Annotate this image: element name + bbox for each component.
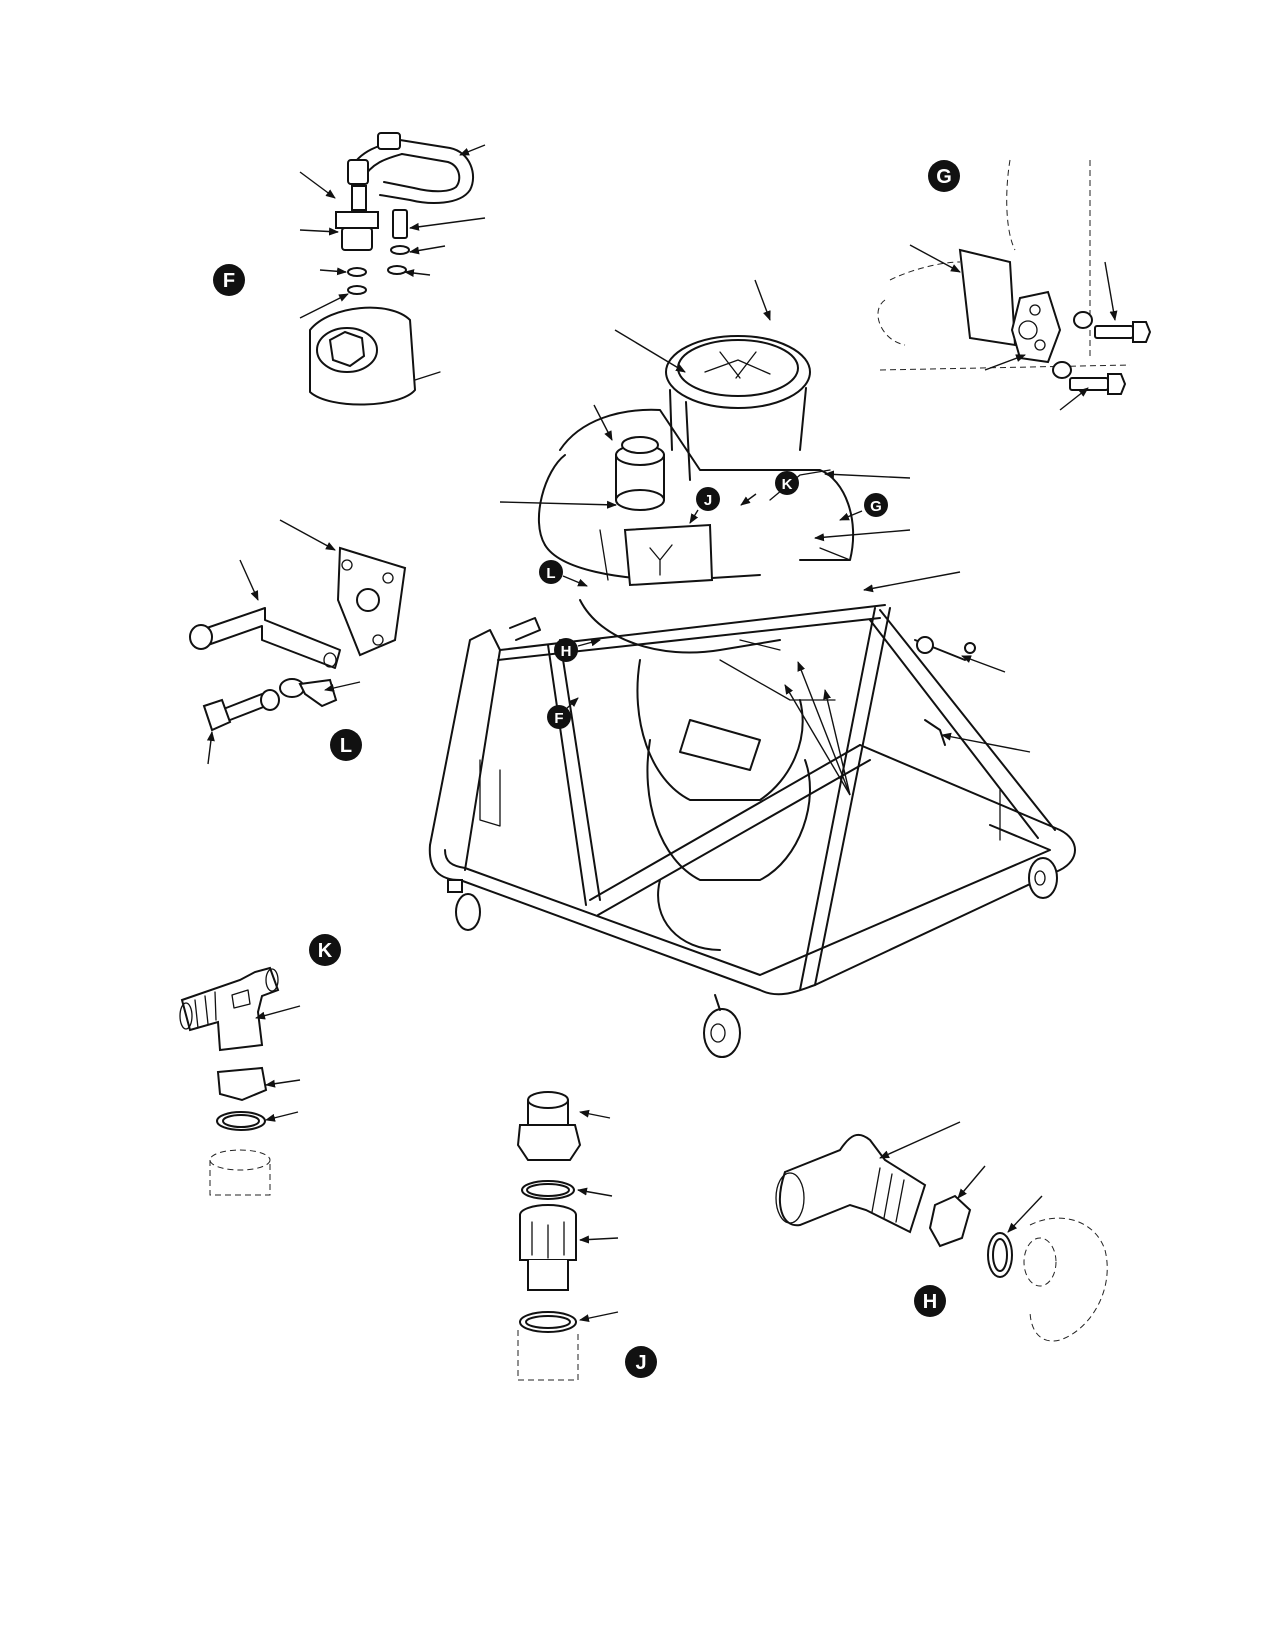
svg-text:F: F	[223, 270, 235, 292]
svg-text:J: J	[704, 492, 712, 509]
callout-j-detail: J	[625, 1346, 657, 1378]
svg-text:L: L	[340, 735, 352, 757]
callout-h-main: H	[554, 638, 578, 662]
svg-text:J: J	[635, 1352, 646, 1374]
callout-h-detail: H	[914, 1285, 946, 1317]
detail-j-adapter	[516, 1091, 619, 1381]
svg-text:L: L	[546, 565, 555, 582]
svg-text:G: G	[936, 166, 952, 188]
svg-text:K: K	[782, 476, 793, 493]
callout-j-main: J	[696, 487, 720, 511]
detail-k-tee-fitting	[179, 966, 301, 1196]
callout-l-detail: L	[330, 729, 362, 761]
svg-text:K: K	[318, 940, 333, 962]
svg-text:G: G	[870, 498, 882, 515]
detail-l-bracket	[189, 519, 407, 765]
detail-h-elbow-fitting	[775, 1121, 1108, 1342]
callout-f-detail: F	[213, 264, 245, 296]
callout-g-main: G	[864, 493, 888, 517]
main-engine-assembly	[428, 279, 1076, 1058]
detail-g-bracket	[877, 159, 1152, 411]
callout-l-main: L	[539, 560, 563, 584]
callout-f-main: F	[547, 705, 571, 729]
callout-k-main: K	[775, 471, 799, 495]
svg-text:H: H	[923, 1291, 937, 1313]
svg-text:F: F	[554, 710, 563, 727]
detail-f-tube-assembly	[299, 132, 486, 406]
svg-text:H: H	[561, 643, 572, 660]
callout-g-detail: G	[928, 160, 960, 192]
callout-k-detail: K	[309, 934, 341, 966]
